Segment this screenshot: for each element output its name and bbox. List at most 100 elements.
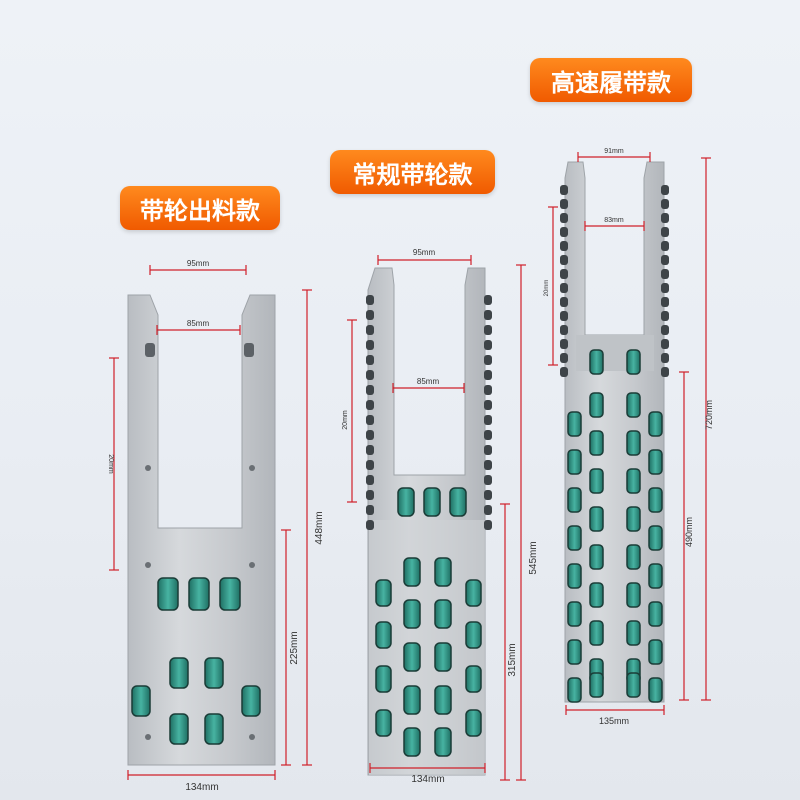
side-roller	[366, 415, 374, 425]
plate-1-wheels	[131, 577, 261, 745]
track-wheel	[567, 563, 582, 589]
side-roller	[366, 340, 374, 350]
p2-lower-height-label: 315mm	[507, 643, 518, 676]
side-roller	[366, 385, 374, 395]
side-roller	[366, 325, 374, 335]
p3-lower-height-label: 490mm	[684, 517, 694, 547]
side-roller	[366, 445, 374, 455]
track-wheel	[567, 525, 582, 551]
side-roller	[484, 445, 492, 455]
side-roller	[560, 213, 568, 223]
p2-bottom-width-label: 134mm	[411, 774, 444, 785]
side-roller	[560, 353, 568, 363]
side-roller	[366, 370, 374, 380]
side-roller	[560, 339, 568, 349]
side-roller	[560, 241, 568, 251]
side-roller	[366, 430, 374, 440]
track-wheel	[626, 506, 641, 532]
side-roller	[484, 385, 492, 395]
side-roller	[484, 355, 492, 365]
p2-top-width-label: 95mm	[413, 248, 436, 257]
side-roller	[661, 185, 669, 195]
side-roller	[560, 283, 568, 293]
side-roller	[484, 475, 492, 485]
p3-slot-height-label: 20mm	[544, 280, 550, 297]
track-wheel	[626, 620, 641, 646]
track-wheel	[567, 601, 582, 627]
side-roller	[366, 505, 374, 515]
side-roller	[560, 199, 568, 209]
p1-top-width-label: 95mm	[187, 259, 210, 268]
side-roller	[484, 430, 492, 440]
track-wheel	[567, 677, 582, 703]
track-wheel	[626, 544, 641, 570]
side-roller	[560, 269, 568, 279]
side-roller	[661, 241, 669, 251]
track-wheel	[589, 349, 604, 375]
side-roller	[484, 460, 492, 470]
side-roller	[484, 400, 492, 410]
track-wheel	[589, 544, 604, 570]
p1-inner-width-label: 85mm	[187, 319, 210, 328]
p3-total-height-label: 720mm	[704, 400, 714, 430]
plate-3-side-rollers	[560, 185, 669, 377]
p1-slot-height-label: 20mm	[107, 454, 114, 474]
track-wheel	[626, 582, 641, 608]
side-roller	[366, 355, 374, 365]
p3-top-width-label: 91mm	[604, 148, 624, 155]
track-wheel	[626, 349, 641, 375]
p2-total-height-label: 545mm	[528, 541, 539, 574]
track-wheel	[567, 639, 582, 665]
side-roller	[661, 199, 669, 209]
track-wheel	[589, 506, 604, 532]
p2-slot-height-label: 20mm	[342, 410, 349, 430]
p1-bottom-width-label: 134mm	[185, 782, 218, 793]
side-roller	[661, 213, 669, 223]
dimension-lines	[109, 152, 711, 781]
side-roller	[661, 227, 669, 237]
side-roller	[484, 370, 492, 380]
side-roller	[661, 311, 669, 321]
p1-total-height-label: 448mm	[314, 511, 325, 544]
track-wheel	[589, 468, 604, 494]
track-wheel	[589, 672, 604, 698]
track-wheel	[648, 525, 663, 551]
side-roller	[484, 310, 492, 320]
side-roller	[661, 339, 669, 349]
p3-inner-width-label: 83mm	[604, 217, 624, 224]
side-roller	[560, 227, 568, 237]
side-roller	[560, 311, 568, 321]
side-roller	[484, 340, 492, 350]
p1-lower-height-label: 225mm	[289, 631, 300, 664]
track-wheel	[567, 411, 582, 437]
track-wheel	[648, 449, 663, 475]
track-wheel	[648, 487, 663, 513]
p3-bottom-width-label: 135mm	[599, 716, 629, 726]
track-wheel	[626, 392, 641, 418]
track-wheel	[567, 449, 582, 475]
track-wheel	[626, 430, 641, 456]
side-roller	[661, 297, 669, 307]
track-wheel	[648, 411, 663, 437]
plate-2	[367, 267, 486, 776]
dimension-labels: 95mm 85mm 20mm 448mm 225mm 134mm 95mm 85…	[107, 148, 714, 793]
track-wheel	[589, 620, 604, 646]
side-roller	[560, 297, 568, 307]
product-1-title-badge: 带轮出料款	[120, 186, 280, 230]
side-roller	[484, 490, 492, 500]
side-roller	[366, 310, 374, 320]
side-roller	[661, 283, 669, 293]
plate-3-wheels	[567, 349, 663, 703]
side-roller	[484, 520, 492, 530]
side-roller	[661, 325, 669, 335]
track-wheel	[648, 677, 663, 703]
track-wheel	[589, 392, 604, 418]
side-roller	[560, 367, 568, 377]
plate-2-side-rollers	[366, 295, 492, 530]
side-roller	[484, 325, 492, 335]
track-wheel	[567, 487, 582, 513]
side-roller	[366, 400, 374, 410]
track-wheel	[626, 672, 641, 698]
plate-2-wheels	[375, 487, 482, 757]
